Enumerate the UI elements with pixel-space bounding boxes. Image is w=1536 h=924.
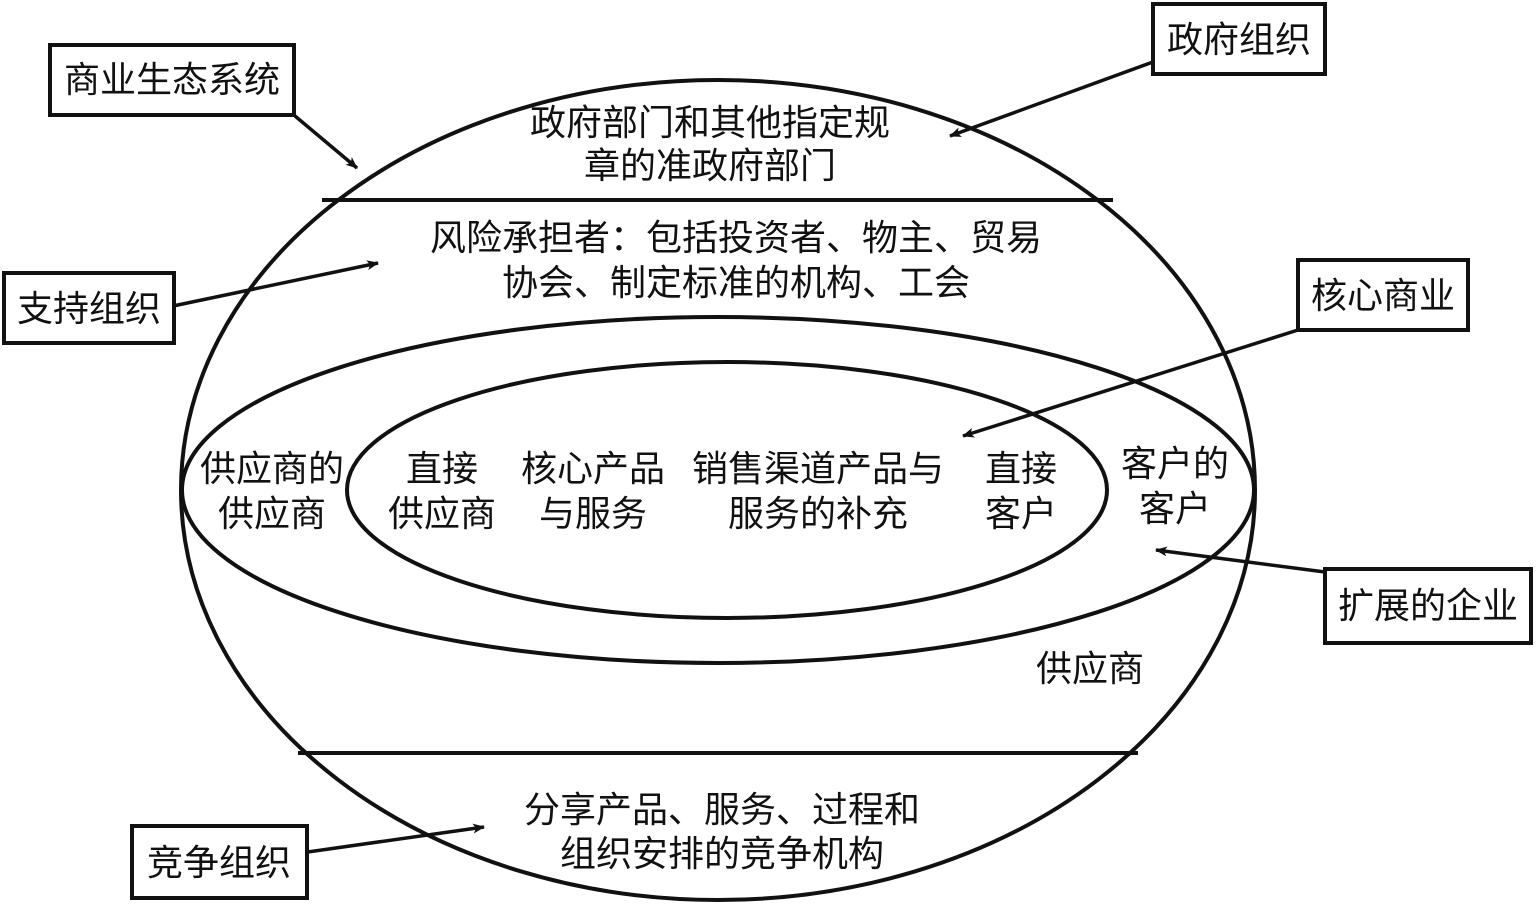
competition-region-line2: 组织安排的竞争机构 [560, 834, 884, 875]
core-products-line2: 与服务 [539, 494, 647, 535]
ecosystem-arrow [293, 114, 359, 170]
callout-core-label: 核心商业 [1311, 276, 1455, 317]
competition-region-line1: 分享产品、服务、过程和 [524, 790, 920, 831]
callout-ecosystem: 商业生态系统 [48, 43, 296, 117]
customers-of-customers-line2: 客户 [1139, 489, 1211, 530]
suppliers-of-suppliers-line2: 供应商 [218, 494, 326, 535]
channel-complements-line1: 销售渠道产品与 [692, 449, 944, 490]
core-business-ellipse [345, 360, 1109, 620]
direct-customers-line2: 客户 [985, 494, 1057, 535]
callout-extended-label: 扩展的企业 [1338, 586, 1518, 627]
support-arrow [172, 260, 379, 308]
support-region-line2: 协会、制定标准的机构、工会 [502, 263, 970, 304]
callout-ecosystem-label: 商业生态系统 [64, 60, 280, 101]
callout-support-label: 支持组织 [17, 289, 161, 330]
suppliers-label: 供应商 [1036, 649, 1144, 690]
ecosystem-ellipse [179, 78, 1257, 902]
callout-extended: 扩展的企业 [1323, 567, 1533, 645]
callout-core: 核心商业 [1296, 258, 1470, 332]
suppliers-of-suppliers-line1: 供应商的 [200, 449, 344, 490]
callout-support: 支持组织 [2, 271, 176, 345]
customers-of-customers-line1: 客户的 [1121, 444, 1229, 485]
government-arrow [949, 60, 1154, 138]
callout-competition-label: 竞争组织 [147, 843, 291, 884]
callout-government-label: 政府组织 [1167, 20, 1311, 61]
direct-suppliers-line1: 直接 [406, 449, 478, 490]
extended-enterprise-ellipse [180, 315, 1256, 665]
direct-suppliers-line2: 供应商 [388, 494, 496, 535]
support-region-line1: 风险承担者：包括投资者、物主、贸易 [430, 218, 1042, 259]
core-arrow [962, 328, 1299, 438]
callout-competition: 竞争组织 [130, 824, 309, 900]
government-region-line2: 章的准政府部门 [584, 146, 836, 187]
extended-arrow [1155, 546, 1326, 574]
government-region-line1: 政府部门和其他指定规 [530, 103, 890, 144]
channel-complements-line2: 服务的补充 [728, 494, 908, 535]
callout-government: 政府组织 [1151, 2, 1327, 76]
core-products-line1: 核心产品 [521, 449, 665, 490]
direct-customers-line1: 直接 [985, 449, 1057, 490]
